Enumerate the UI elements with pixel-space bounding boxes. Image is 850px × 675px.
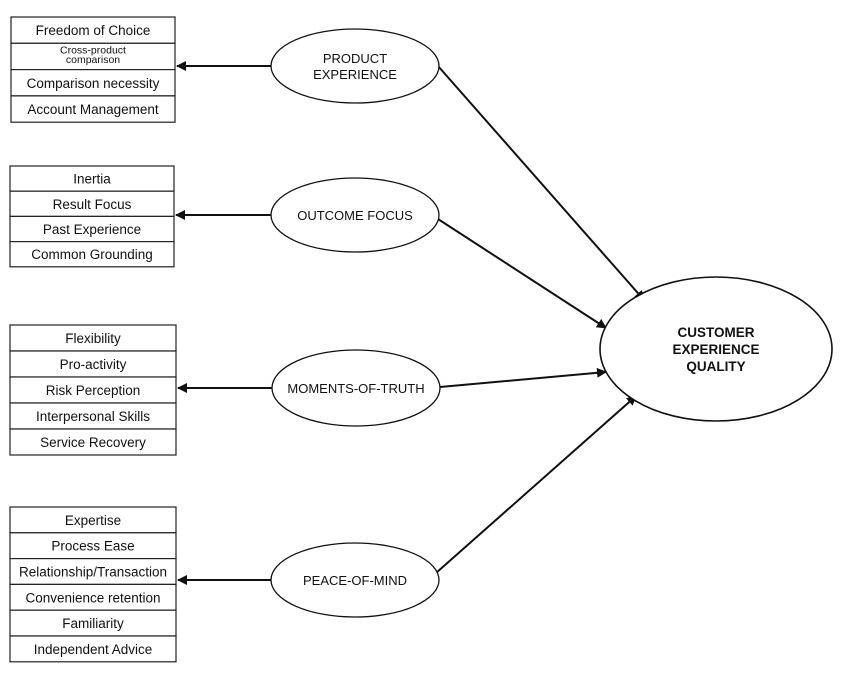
attribute-label: Service Recovery: [40, 435, 146, 450]
attribute-item: Common Grounding: [9, 241, 175, 268]
attribute-label: Familiarity: [62, 616, 124, 631]
arrow-to-outcome-moments-of-truth: [439, 367, 607, 388]
dimension-node-outcome-focus: OUTCOME FOCUS: [270, 177, 440, 253]
attribute-item: Past Experience: [9, 215, 175, 243]
attribute-box: [9, 532, 177, 560]
dimension-ellipse: [271, 349, 441, 427]
attribute-label-line: Cross-product: [60, 44, 126, 56]
dimension-node-peace-of-mind: PEACE-OF-MIND: [270, 542, 440, 618]
dimension-label: PEACE-OF-MIND: [303, 573, 407, 588]
attribute-label: Result Focus: [53, 197, 132, 212]
attribute-box: [9, 506, 177, 534]
attribute-list-product-experience: Freedom of ChoiceCross-productcomparison…: [10, 16, 176, 123]
dimension-ellipse: [270, 177, 440, 253]
attribute-item: Flexibility: [9, 324, 177, 352]
dimension-label: EXPERIENCE: [313, 67, 397, 82]
attribute-label: Interpersonal Skills: [36, 409, 150, 424]
attribute-item: Interpersonal Skills: [9, 402, 177, 430]
attribute-item: Freedom of Choice: [10, 16, 176, 44]
attribute-box: [9, 215, 175, 243]
dimension-label: PRODUCT: [323, 51, 387, 66]
arrow-to-outcome-outcome-focus: [437, 218, 607, 329]
attribute-label: Relationship/Transaction: [19, 565, 167, 580]
attribute-box: [9, 350, 177, 378]
attribute-item: Result Focus: [9, 190, 175, 217]
attribute-box: [9, 376, 177, 404]
attribute-box: [9, 635, 177, 663]
attribute-box: [9, 241, 175, 268]
attribute-label: Freedom of Choice: [36, 23, 151, 38]
dimension-label: MOMENTS-OF-TRUTH: [287, 381, 424, 396]
dimension-label: OUTCOME FOCUS: [297, 208, 413, 223]
attribute-box: [9, 165, 175, 192]
attribute-label: Comparison necessity: [27, 76, 160, 91]
attribute-item: Service Recovery: [9, 428, 177, 456]
attribute-label: Risk Perception: [46, 383, 141, 398]
arrow-to-outcome-product-experience: [437, 65, 645, 301]
attribute-label: Account Management: [27, 102, 159, 117]
attribute-box: [10, 68, 176, 97]
attribute-item: Independent Advice: [9, 635, 177, 663]
attribute-item: Process Ease: [9, 532, 177, 560]
attribute-label: Convenience retention: [25, 590, 160, 605]
attribute-item: Comparison necessity: [10, 68, 176, 97]
outcome-label: QUALITY: [686, 359, 745, 374]
attribute-item: Pro-activity: [9, 350, 177, 378]
dimension-ellipse: [270, 542, 440, 618]
attribute-label: Process Ease: [51, 539, 134, 554]
attribute-label: Inertia: [73, 172, 111, 187]
arrow-to-outcome-peace-of-mind: [435, 395, 637, 574]
outcome-label: EXPERIENCE: [672, 342, 759, 357]
attribute-box: [9, 190, 175, 217]
attribute-boxes-layer: Freedom of ChoiceCross-productcomparison…: [9, 16, 177, 663]
attribute-label: Pro-activity: [60, 357, 127, 372]
dimension-ellipse: [270, 28, 440, 104]
attribute-label: Common Grounding: [31, 247, 153, 262]
attribute-item: Relationship/Transaction: [9, 557, 177, 585]
attribute-item: Expertise: [9, 506, 177, 534]
attribute-label: Flexibility: [65, 331, 121, 346]
attribute-item: Account Management: [10, 95, 176, 123]
attribute-item: Familiarity: [9, 609, 177, 637]
arrows-layer: [175, 61, 645, 585]
attribute-label: Past Experience: [43, 222, 141, 237]
attribute-item: Risk Perception: [9, 376, 177, 404]
outcome-node: CUSTOMER EXPERIENCE QUALITY: [599, 276, 833, 422]
attribute-label: Expertise: [65, 513, 121, 528]
attribute-box: [10, 16, 176, 44]
attribute-box: [9, 557, 177, 585]
dimension-node-moments-of-truth: MOMENTS-OF-TRUTH: [271, 349, 441, 427]
attribute-label-line: comparison: [66, 54, 120, 66]
attribute-box: [10, 95, 176, 123]
outcome-label: CUSTOMER: [677, 325, 754, 340]
attribute-item: Inertia: [9, 165, 175, 192]
outcome-ellipse: [599, 276, 833, 422]
attribute-item: Convenience retention: [9, 583, 177, 611]
attribute-box: [9, 428, 177, 456]
attribute-label: Independent Advice: [34, 642, 153, 657]
